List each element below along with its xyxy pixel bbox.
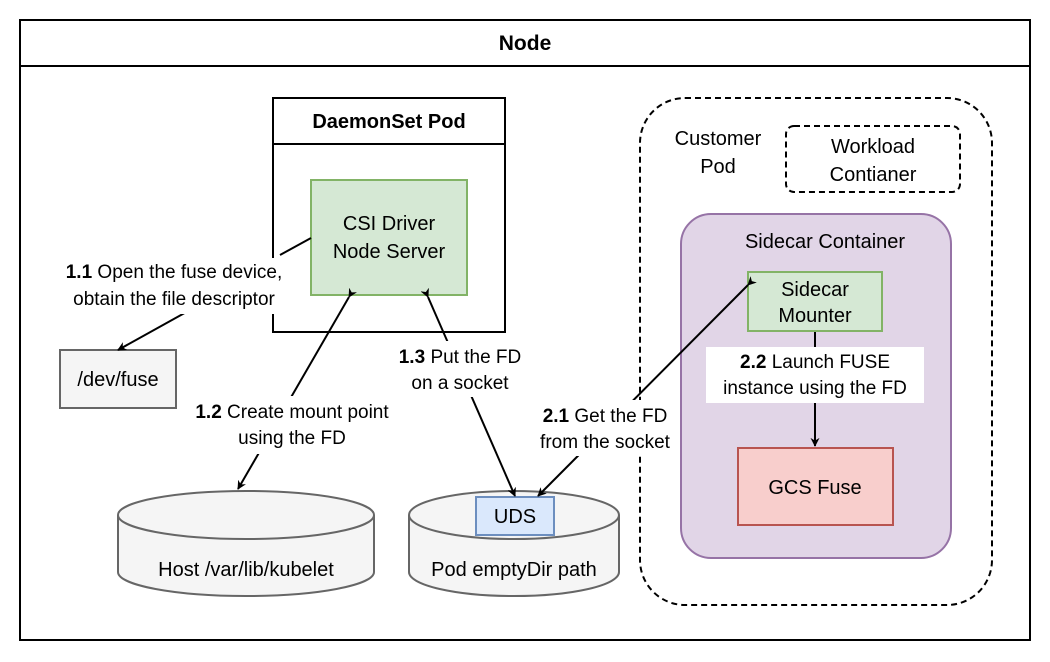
svg-text:1.2 Create mount point: 1.2 Create mount point	[195, 402, 389, 423]
sidecar-mounter-line2: Mounter	[778, 305, 852, 327]
step-2-2-number: 2.2	[740, 352, 766, 373]
step-1-1-label: 1.1 Open the fuse device, obtain the fil…	[52, 258, 296, 314]
customer-pod-label-line1: Customer	[675, 128, 762, 150]
step-1-2-line2: using the FD	[238, 428, 346, 449]
step-1-2-line1: Create mount point	[227, 402, 389, 423]
node-title: Node	[499, 32, 552, 55]
step-1-1-number: 1.1	[66, 262, 93, 283]
sidecar-mounter: Sidecar Mounter	[747, 271, 883, 332]
gcs-fuse-label: GCS Fuse	[768, 477, 861, 499]
uds-label: UDS	[494, 506, 536, 528]
step-2-2-line1: Launch FUSE	[772, 352, 890, 373]
edge-1-1	[279, 237, 312, 256]
edge-1-1-arrow	[117, 309, 191, 351]
dev-fuse-label: /dev/fuse	[77, 369, 158, 391]
step-1-3-label: 1.3 Put the FD on a socket	[396, 341, 528, 397]
sidecar-container-title: Sidecar Container	[745, 231, 905, 253]
gcs-fuse: GCS Fuse	[737, 447, 894, 526]
edge-1-2	[237, 287, 357, 490]
step-1-1-line2: obtain the file descriptor	[73, 289, 275, 310]
csi-driver-label-line2: Node Server	[333, 241, 446, 263]
step-2-2-line2: instance using the FD	[723, 378, 907, 399]
customer-pod-label-line2: Pod	[700, 156, 736, 178]
workload-label-line1: Workload	[831, 136, 915, 158]
workload-label-line2: Contianer	[830, 164, 917, 186]
svg-text:2.2 Launch FUSE: 2.2 Launch FUSE	[740, 352, 890, 373]
edge-2-1	[537, 276, 757, 497]
workload-container: Workload Contianer	[785, 125, 961, 193]
daemonset-pod-title: DaemonSet Pod	[312, 111, 465, 133]
csi-driver-label-line1: CSI Driver	[343, 213, 436, 235]
step-1-2-number: 1.2	[195, 402, 221, 423]
step-1-3-line2: on a socket	[411, 373, 509, 394]
step-1-2-label: 1.2 Create mount point using the FD	[182, 396, 402, 454]
pod-emptydir-label: Pod emptyDir path	[431, 559, 597, 581]
step-2-1-line1: Get the FD	[574, 406, 667, 427]
svg-text:1.3 Put the FD: 1.3 Put the FD	[399, 347, 522, 368]
dev-fuse-box: /dev/fuse	[59, 349, 177, 409]
host-kubelet-cylinder: Host /var/lib/kubelet	[117, 490, 375, 597]
step-2-1-line2: from the socket	[540, 432, 671, 453]
uds-box: UDS	[475, 496, 555, 536]
step-2-1-number: 2.1	[543, 406, 570, 427]
step-1-3-number: 1.3	[399, 347, 425, 368]
svg-text:1.1 Open the fuse device,: 1.1 Open the fuse device,	[66, 262, 283, 283]
csi-driver-node-server: CSI Driver Node Server	[310, 179, 468, 296]
sidecar-mounter-line1: Sidecar	[781, 279, 849, 301]
svg-text:2.1 Get the FD: 2.1 Get the FD	[543, 406, 668, 427]
step-2-1-label: 2.1 Get the FD from the socket	[530, 400, 680, 456]
step-1-3-line1: Put the FD	[430, 347, 521, 368]
host-kubelet-label: Host /var/lib/kubelet	[158, 559, 334, 581]
step-1-1-line1: Open the fuse device,	[97, 262, 282, 283]
step-2-2-label: 2.2 Launch FUSE instance using the FD	[706, 347, 924, 403]
